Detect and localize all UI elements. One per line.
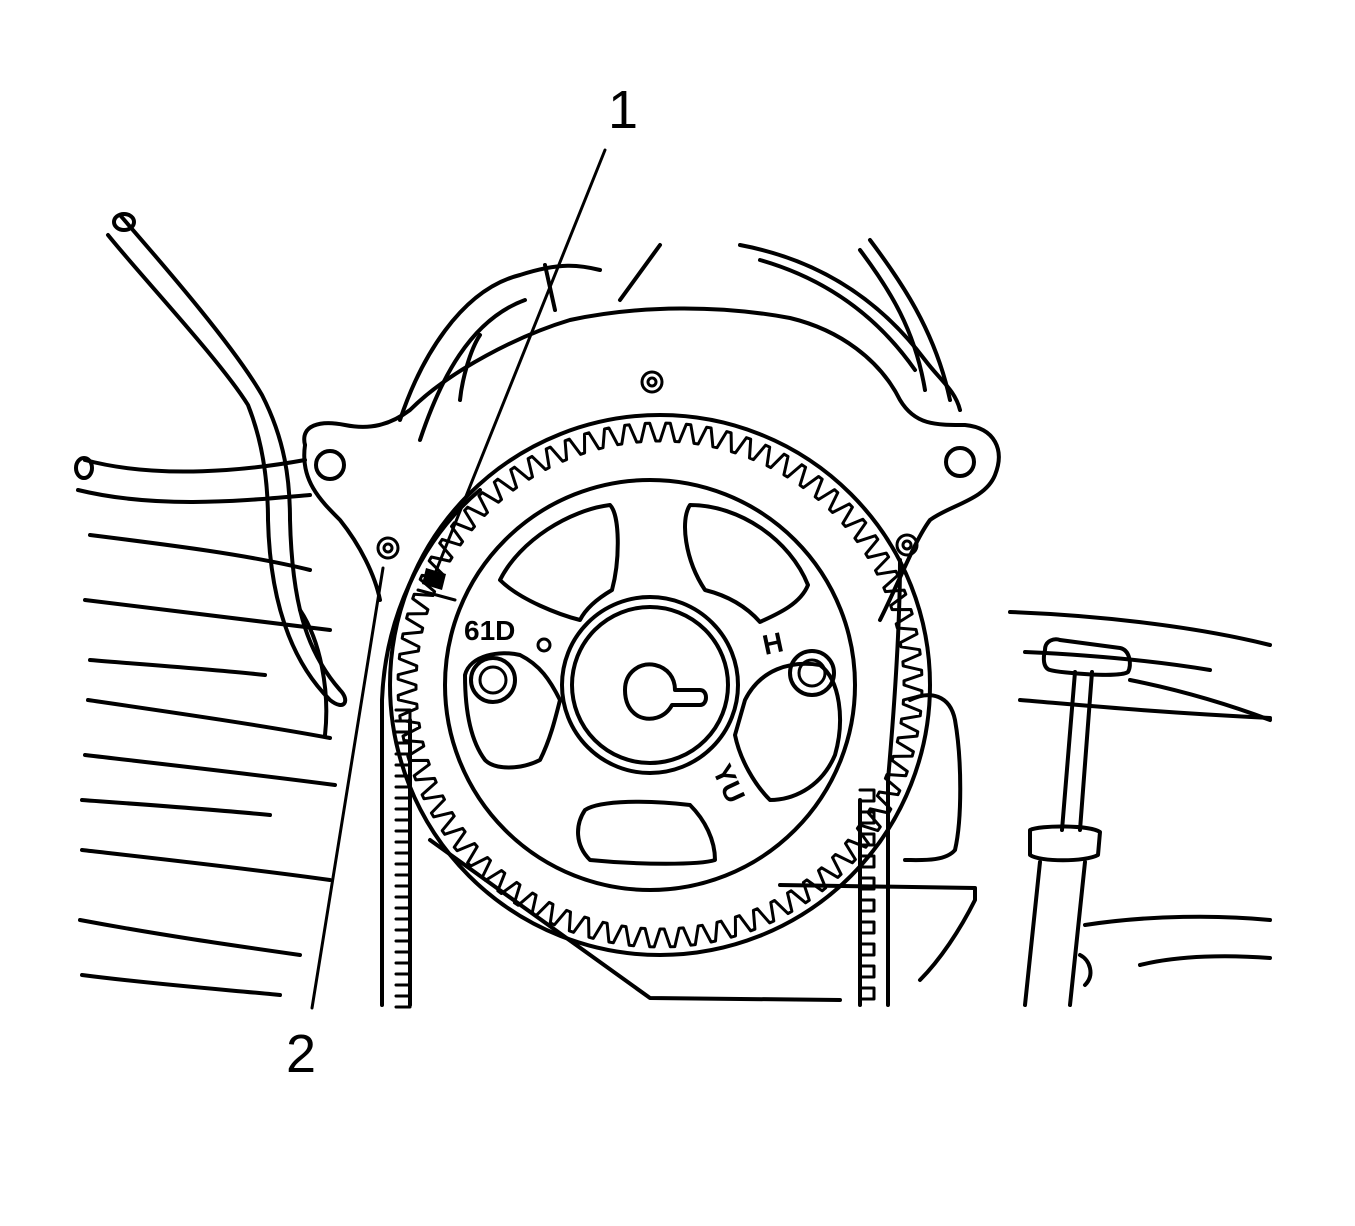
timing-cover-plate bbox=[302, 306, 1001, 622]
engine-upper-housing bbox=[398, 238, 962, 442]
callout-1-label: 1 bbox=[608, 80, 638, 140]
callout-2-label: 2 bbox=[286, 1024, 316, 1084]
sprocket-mark-h: H bbox=[760, 626, 786, 661]
timing-mark-1 bbox=[416, 568, 457, 602]
dipstick bbox=[1023, 637, 1132, 1007]
sprocket-code-label: 61D bbox=[464, 615, 515, 646]
camshaft-sprocket bbox=[388, 413, 932, 957]
engine-lower-housing bbox=[428, 610, 1272, 1002]
callout-1-leader bbox=[432, 148, 607, 578]
callout-2-leader bbox=[310, 566, 385, 1010]
engine-block-lines-left bbox=[78, 533, 337, 997]
